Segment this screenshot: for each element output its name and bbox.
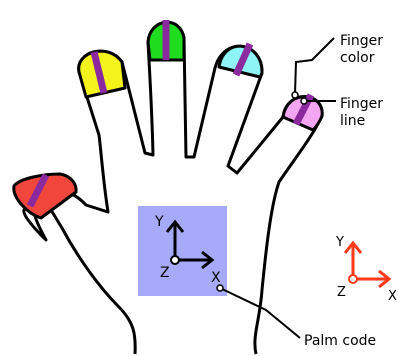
finger-color-label: Finger color bbox=[340, 33, 388, 66]
palm-code-label: Palm code bbox=[304, 333, 376, 349]
finger-line-pointer-dot bbox=[301, 98, 307, 104]
world-axis-z-label: Z bbox=[337, 285, 346, 300]
world-axis-x-label: X bbox=[388, 289, 397, 304]
palm-axis-x-label: X bbox=[211, 270, 221, 286]
finger-color-pointer bbox=[295, 38, 334, 94]
palm-axis-y-label: Y bbox=[154, 214, 164, 230]
finger-line-label: Finger line bbox=[340, 96, 388, 129]
finger-color-pointer-dot bbox=[292, 92, 298, 98]
palm-axis-origin bbox=[171, 256, 179, 264]
palm-code-pointer-dot bbox=[217, 285, 223, 291]
palm-axis-z-label: Z bbox=[160, 265, 170, 281]
world-axis-origin bbox=[349, 275, 357, 283]
world-axis-y-label: Y bbox=[335, 235, 344, 250]
